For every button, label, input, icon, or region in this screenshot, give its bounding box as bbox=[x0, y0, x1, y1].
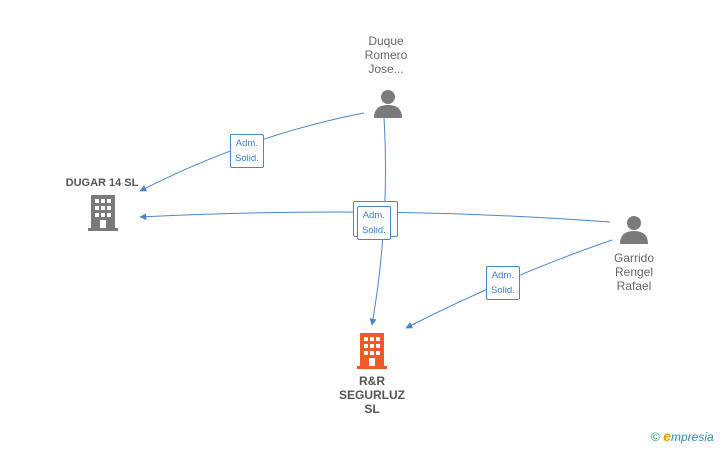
node-label-garrido: Garrido Rengel Rafael bbox=[613, 251, 654, 293]
person-icon-duque[interactable] bbox=[372, 88, 404, 118]
edge-label-duque-dugar: Adm. Solid. bbox=[230, 134, 264, 168]
building-icon-rr[interactable] bbox=[357, 333, 387, 369]
edge-label-garrido-rr: Adm. Solid. bbox=[486, 266, 520, 300]
node-label-rr: R&R SEGURLUZ SL bbox=[339, 374, 405, 416]
building-icon-dugar[interactable] bbox=[88, 195, 118, 231]
node-label-dugar: DUGAR 14 SL bbox=[65, 177, 139, 189]
brand-e: e bbox=[663, 428, 671, 444]
copyright-icon: © bbox=[651, 430, 660, 444]
person-icon-garrido[interactable] bbox=[618, 214, 650, 244]
brand-name: mpresia bbox=[670, 430, 714, 444]
edge-label-center: Adm. Solid. bbox=[357, 206, 391, 240]
brand-logo: © empresia bbox=[651, 428, 714, 444]
node-label-duque: Duque Romero Jose... bbox=[364, 34, 408, 76]
